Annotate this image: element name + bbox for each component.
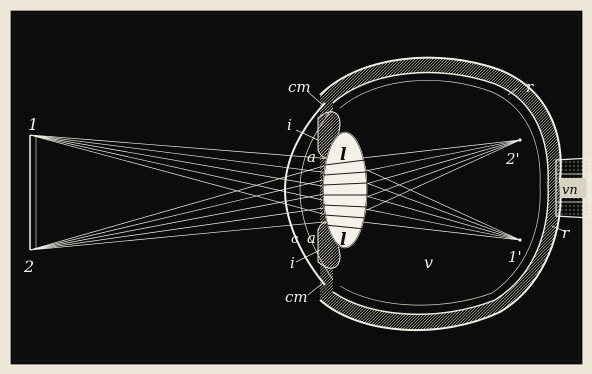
image-point-bottom xyxy=(518,238,521,241)
label-object-bottom: 2 xyxy=(23,257,34,276)
label-vitreous: v xyxy=(424,253,433,272)
label-object-top: 1 xyxy=(28,115,38,134)
label-image-bottom: 1' xyxy=(508,248,522,266)
label-optic-nerve: vn xyxy=(562,183,578,198)
label-iris-bottom: i xyxy=(290,254,295,272)
label-retina-top: r xyxy=(526,78,534,96)
label-retina-bottom: r xyxy=(562,224,570,242)
label-aqueous-front: c xyxy=(291,232,299,247)
label-aqueous-top: a xyxy=(307,148,316,166)
label-lens-bottom: l xyxy=(340,230,347,250)
label-aqueous-bottom: a xyxy=(307,229,316,247)
label-iris-top: i xyxy=(287,116,292,134)
label-image-top: 2' xyxy=(505,150,520,168)
label-ciliary-top: cm xyxy=(288,78,311,96)
label-ciliary-bottom: cm xyxy=(285,288,308,306)
label-sclera: w xyxy=(404,329,417,347)
label-lens-top: l xyxy=(340,145,347,165)
image-point-top xyxy=(518,138,521,141)
